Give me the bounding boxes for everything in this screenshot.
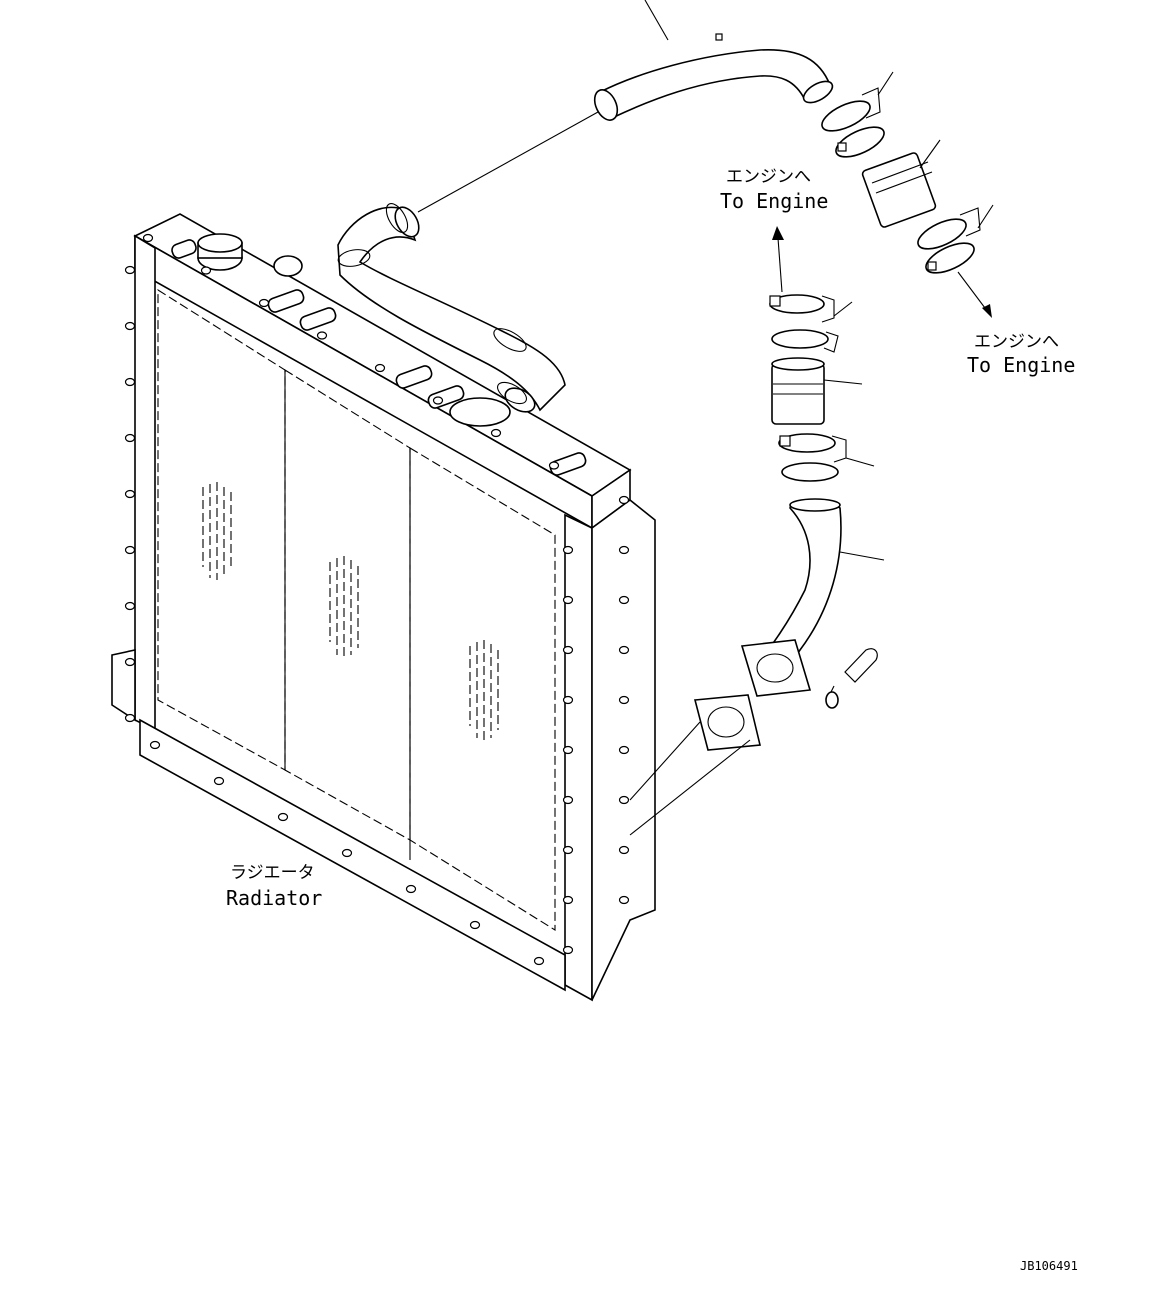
frame-bolt <box>618 795 630 805</box>
frame-bolt <box>562 595 574 605</box>
frame-bolt <box>618 745 630 755</box>
frame-bolt <box>124 377 136 387</box>
frame-bolt <box>562 645 574 655</box>
top-inlet-stub <box>273 255 303 277</box>
frame-bolt <box>469 920 481 930</box>
frame-bolt <box>618 645 630 655</box>
frame-bolt <box>124 321 136 331</box>
upper-outlet <box>449 397 511 427</box>
frame-bolt <box>258 298 270 308</box>
frame-bolt <box>618 695 630 705</box>
frame-bolt <box>124 265 136 275</box>
frame-bolt <box>124 433 136 443</box>
frame-bolt <box>562 695 574 705</box>
frame-bolt <box>562 745 574 755</box>
frame-bolt <box>533 956 545 966</box>
frame-bolt <box>618 495 630 505</box>
frame-bolt <box>316 331 328 340</box>
frame-bolt <box>562 845 574 855</box>
frame-bolts <box>124 233 630 966</box>
to-engine-upper-en-label: To Engine <box>720 189 828 213</box>
to-engine-right-en-label: To Engine <box>967 353 1075 377</box>
right-upper-parts <box>644 0 994 318</box>
frame-bolt <box>618 895 630 905</box>
frame-bolt <box>562 945 574 955</box>
frame-bolt <box>124 657 136 667</box>
upper-hose-assembly <box>337 33 834 413</box>
frame-bolt <box>618 845 630 855</box>
frame-bolt <box>124 713 136 723</box>
frame-bolt <box>562 795 574 805</box>
to-engine-upper-jp-label: エンジンへ <box>726 167 811 187</box>
frame-bolt <box>374 363 386 373</box>
frame-bolt <box>432 396 444 405</box>
core-fin-marks <box>202 482 499 742</box>
frame-bolt <box>562 895 574 905</box>
annotation-labels: エンジンへ To Engine エンジンへ To Engine ラジエータ Ra… <box>226 167 1078 1273</box>
lower-hose-assembly <box>629 226 885 836</box>
frame-bolt <box>277 812 289 822</box>
radiator-en-label: Radiator <box>226 886 322 910</box>
frame-bolt <box>562 545 574 555</box>
frame-bolt <box>200 266 212 275</box>
frame-bolt <box>124 545 136 555</box>
frame-bolt <box>213 776 225 786</box>
drawing-number: JB106491 <box>1020 1259 1078 1273</box>
radiator-jp-label: ラジエータ <box>230 863 315 883</box>
frame-bolt <box>618 595 630 605</box>
frame-bolt <box>490 428 502 438</box>
frame-bolt <box>142 233 154 243</box>
frame-bolt <box>341 848 353 858</box>
frame-bolt <box>149 740 161 750</box>
radiator-assembly <box>111 213 656 1002</box>
frame-bolt <box>548 461 560 470</box>
frame-bolt <box>405 884 417 894</box>
radiator-cap <box>197 233 243 271</box>
frame-bolt <box>124 601 136 611</box>
frame-bolt <box>124 489 136 499</box>
to-engine-right-jp-label: エンジンへ <box>974 332 1059 352</box>
frame-bolt <box>618 545 630 555</box>
